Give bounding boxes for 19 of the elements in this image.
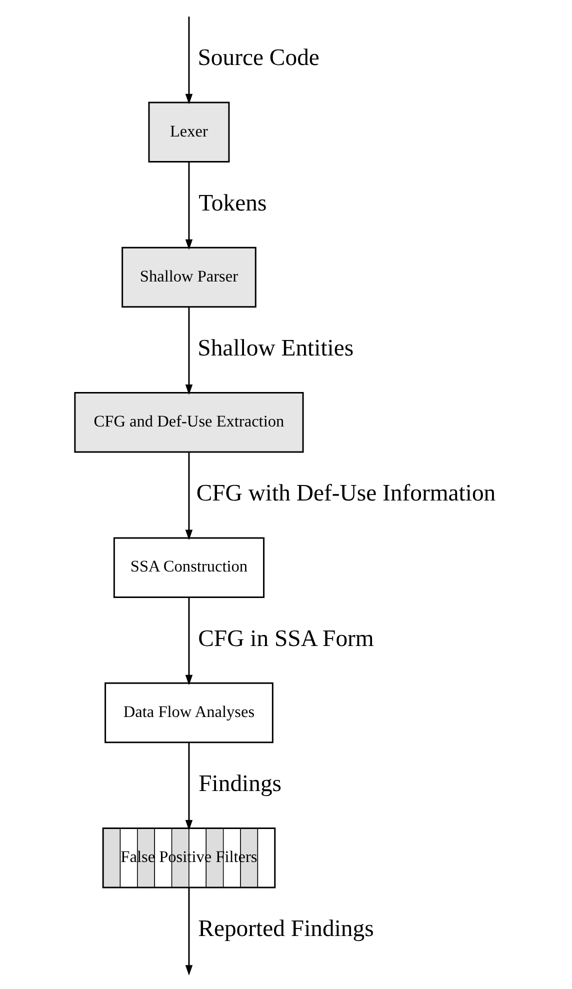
arrow xyxy=(185,162,193,250)
arrow xyxy=(185,597,193,685)
node-box: SSA Construction xyxy=(113,536,265,598)
arrow xyxy=(185,16,193,104)
edge-label: Shallow Entities xyxy=(198,334,354,361)
arrow xyxy=(185,452,193,540)
node-box: Shallow Parser xyxy=(122,246,256,308)
arrow xyxy=(185,742,193,830)
node-box: Lexer xyxy=(148,101,230,162)
edge-label: Source Code xyxy=(198,44,320,71)
node-box: Data Flow Analyses xyxy=(104,682,274,743)
arrow xyxy=(185,307,193,394)
edge-label: CFG in SSA Form xyxy=(198,625,374,652)
edge-label: CFG with Def-Use Information xyxy=(196,480,496,506)
arrow xyxy=(185,887,193,976)
node-box: CFG and Def-Use Extraction xyxy=(74,392,304,452)
edge-label: Reported Findings xyxy=(198,916,374,942)
edge-label: Findings xyxy=(198,770,282,796)
edge-label: Tokens xyxy=(198,190,267,216)
